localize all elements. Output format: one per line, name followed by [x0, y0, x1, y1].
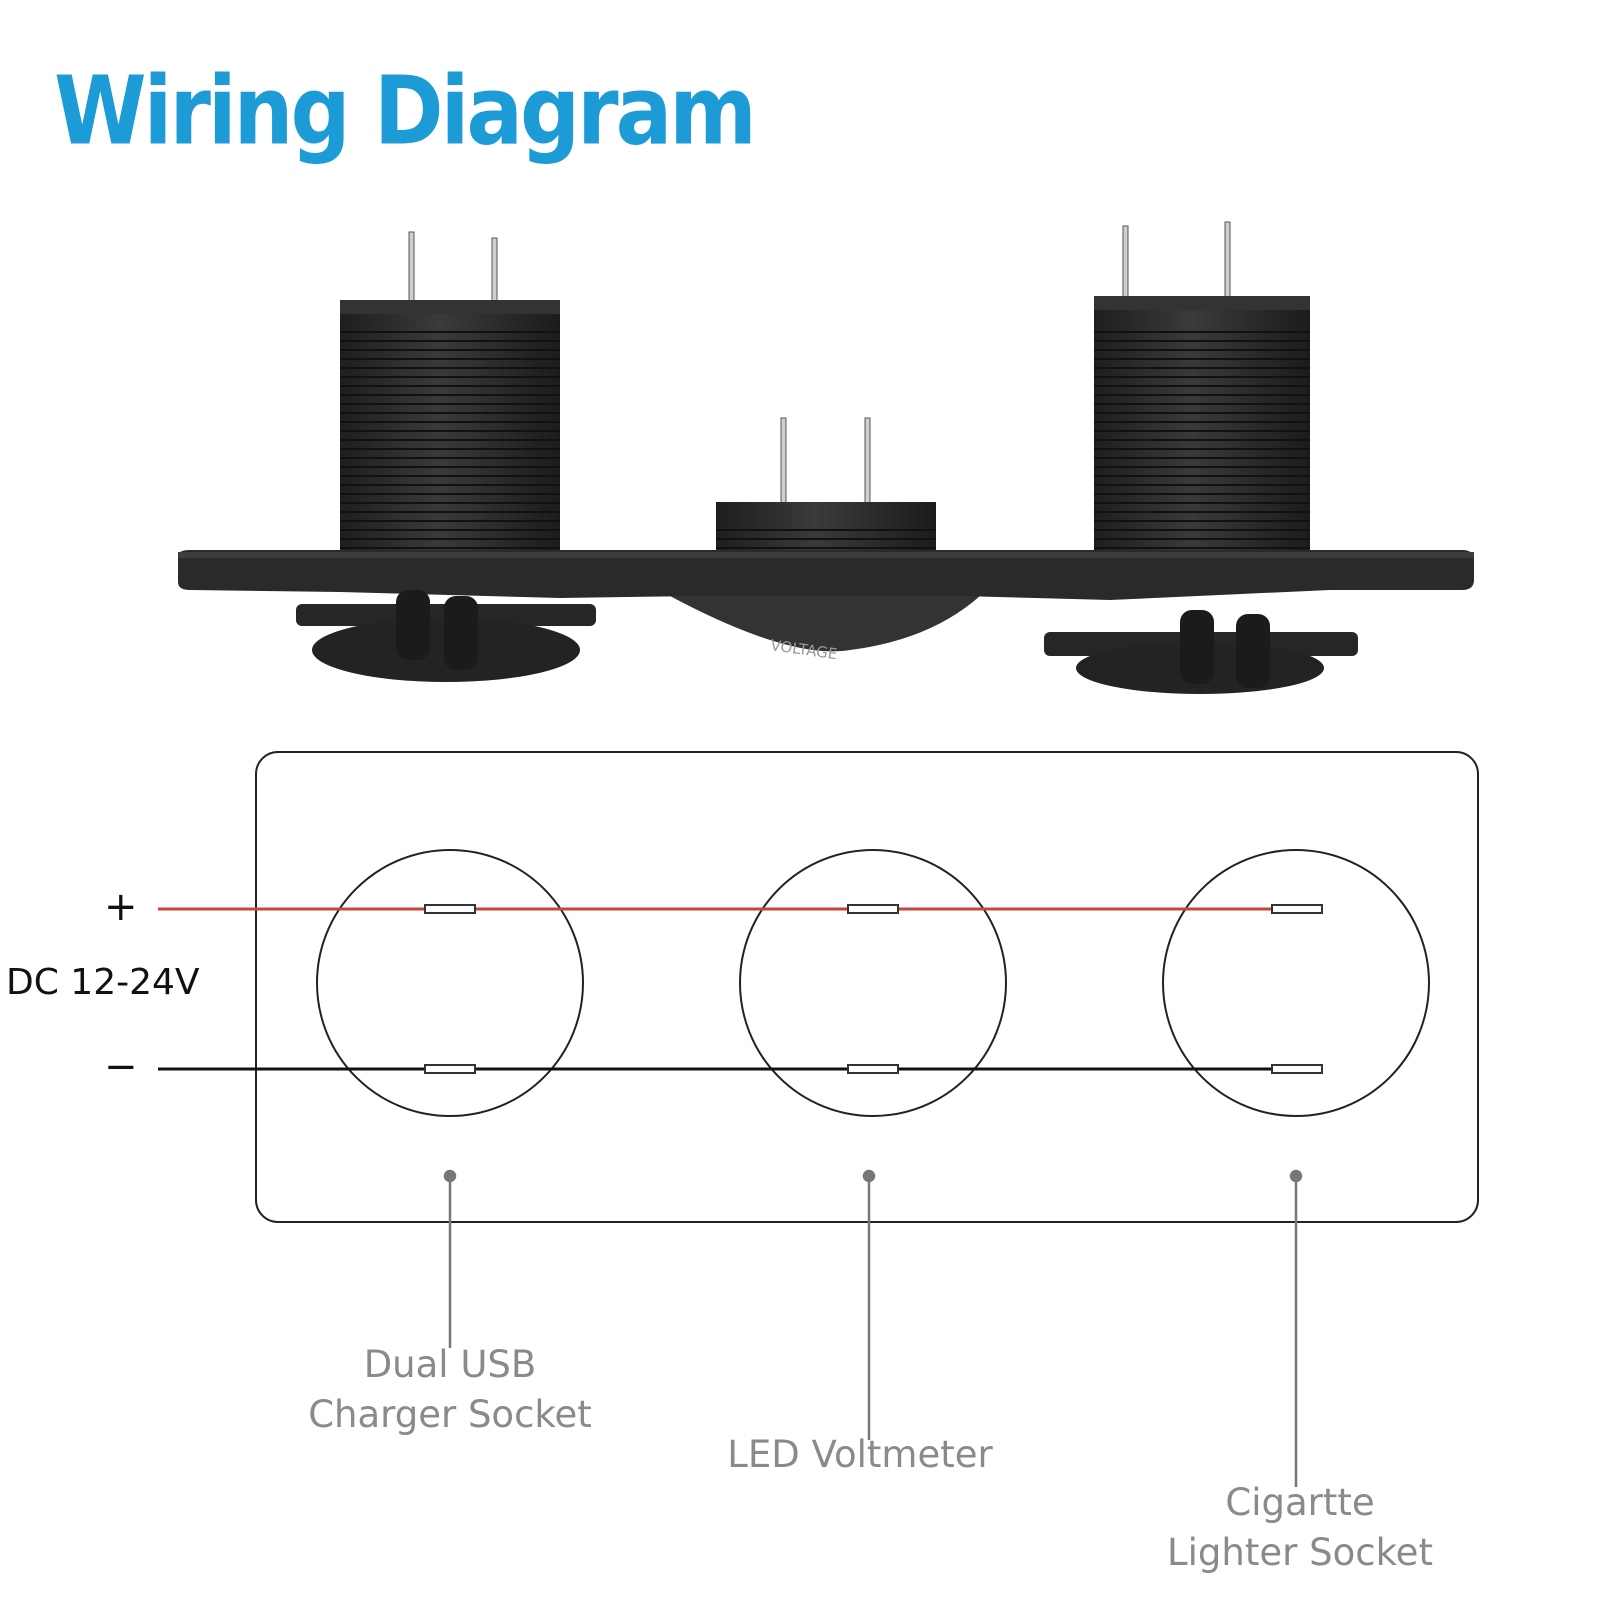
product-illustration: VOLTAGE	[178, 221, 1474, 694]
lighter-socket-body	[1094, 296, 1310, 554]
lighter-socket-label-line1: Cigartte	[1225, 1481, 1375, 1524]
lighter-socket-label: Cigartte Lighter Socket	[1110, 1478, 1490, 1578]
voltage-label: DC 12-24V	[6, 962, 200, 1003]
usb-socket-outline	[316, 849, 584, 1117]
terminal-pads	[424, 904, 1323, 1074]
negative-sign: −	[104, 1044, 138, 1090]
usb-socket-body	[340, 300, 560, 554]
usb-socket-label-line2: Charger Socket	[308, 1393, 592, 1436]
usb-socket-label-line1: Dual USB	[363, 1343, 537, 1386]
lighter-socket-outline	[1162, 849, 1430, 1117]
voltmeter-outline	[739, 849, 1007, 1117]
leader-lines	[443, 1169, 1303, 1487]
lighter-socket-cap	[1044, 610, 1358, 694]
voltmeter-label-line1: LED Voltmeter	[727, 1433, 993, 1476]
usb-socket-label: Dual USB Charger Socket	[270, 1340, 630, 1440]
positive-sign: +	[104, 884, 138, 930]
usb-socket-cap	[296, 590, 596, 682]
page-title: Wiring Diagram	[54, 56, 757, 166]
mounting-panel	[178, 550, 1474, 640]
lighter-socket-label-line2: Lighter Socket	[1167, 1531, 1433, 1574]
panel-outline	[255, 751, 1479, 1223]
voltmeter-label: LED Voltmeter	[670, 1430, 1050, 1480]
